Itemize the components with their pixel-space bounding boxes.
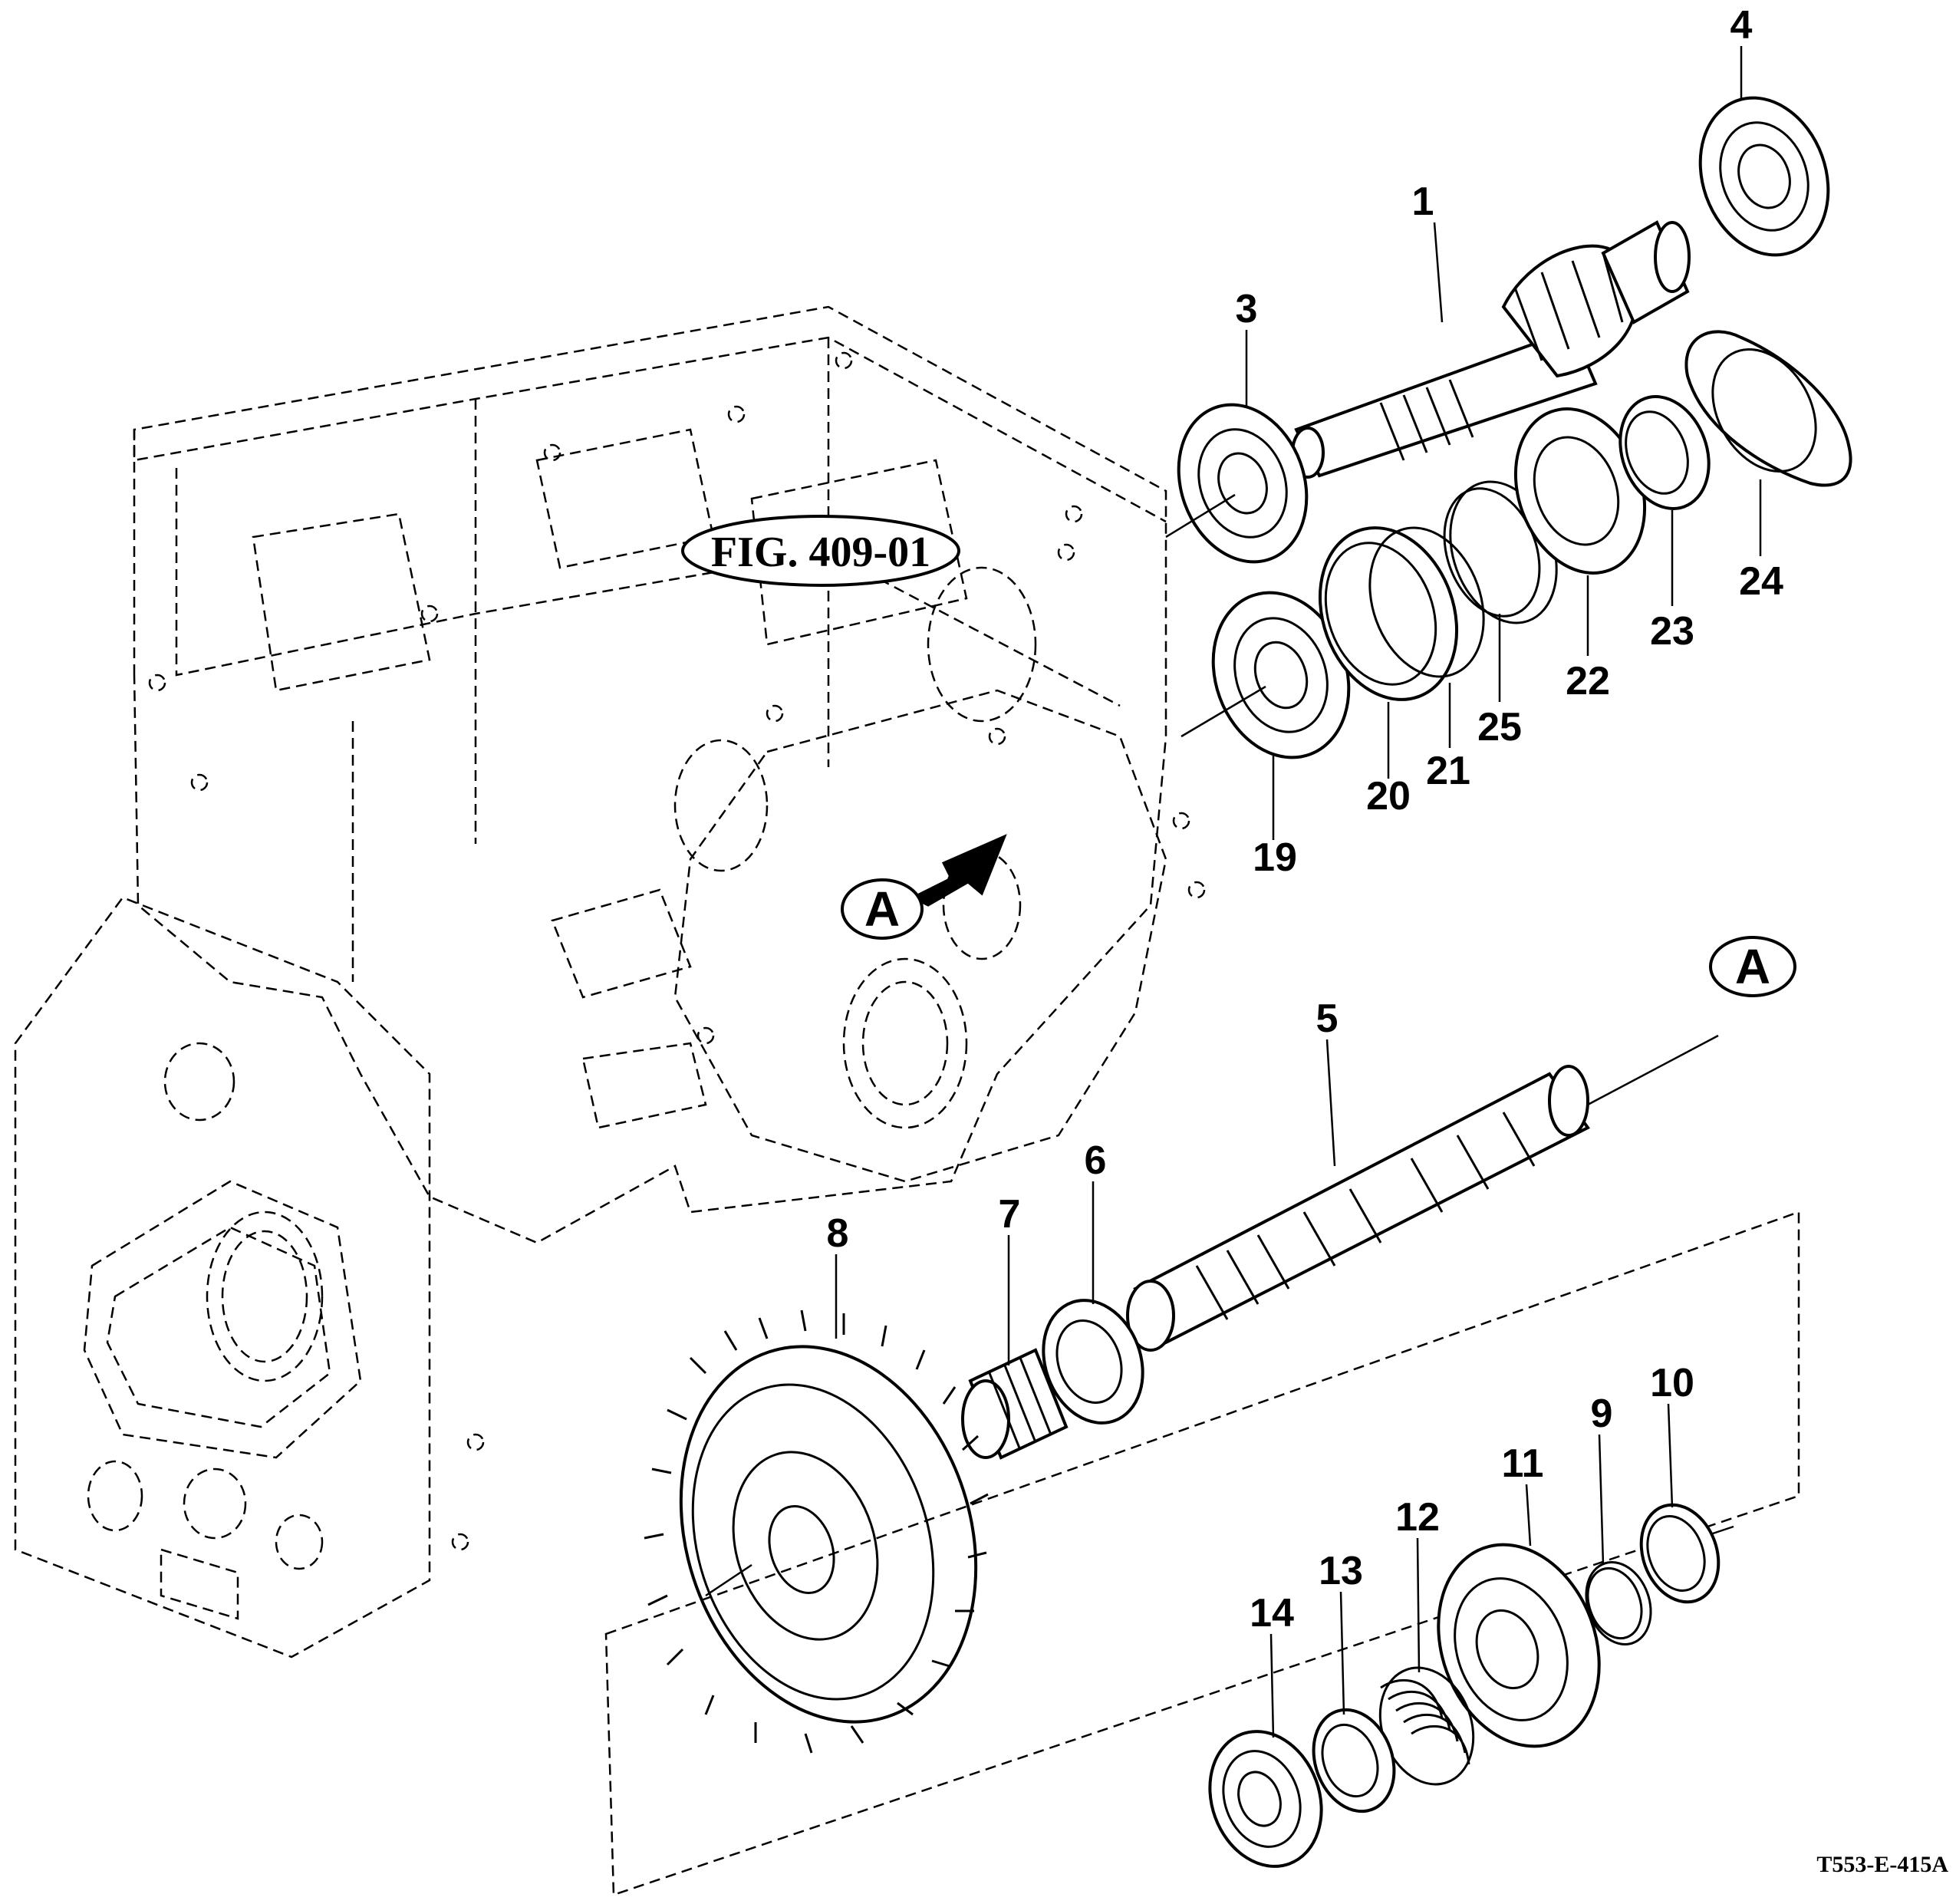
- callout-12: 12: [1395, 1495, 1440, 1540]
- view-marker-a-left: A: [841, 878, 924, 940]
- callout-13: 13: [1319, 1549, 1363, 1593]
- part-8-gear: [644, 1309, 989, 1754]
- transmission-housing-outline: [14, 305, 1206, 1659]
- figure-reference-label: FIG. 409-01: [711, 529, 930, 576]
- callout-9: 9: [1591, 1392, 1613, 1436]
- part-24-plate: [1684, 330, 1852, 487]
- part-1-pinion-shaft: [1291, 220, 1691, 479]
- callout-10: 10: [1650, 1361, 1694, 1405]
- part-7-needle-bearing: [961, 1348, 1069, 1460]
- callout-7: 7: [999, 1192, 1021, 1237]
- callout-20: 20: [1366, 774, 1411, 819]
- callout-1: 1: [1412, 180, 1434, 224]
- part-22-oil-seal: [1513, 407, 1647, 575]
- callout-23: 23: [1650, 609, 1694, 654]
- callout-21: 21: [1426, 749, 1470, 793]
- lower-assembly-frame: [604, 1211, 1800, 1896]
- part-14-bearing: [1208, 1730, 1323, 1868]
- callout-8: 8: [827, 1211, 849, 1256]
- callout-22: 22: [1566, 659, 1610, 703]
- part-6-thrust-washer: [1042, 1299, 1144, 1425]
- part-10-washer: [1639, 1503, 1721, 1604]
- callout-5: 5: [1316, 996, 1339, 1041]
- callout-11: 11: [1502, 1441, 1544, 1486]
- view-marker-a-right-label: A: [1735, 939, 1770, 994]
- part-23-collar: [1618, 395, 1711, 510]
- part-11-hub: [1437, 1543, 1601, 1748]
- callout-3: 3: [1236, 287, 1258, 331]
- drawing-id: T553-E-415A: [1816, 1852, 1948, 1877]
- callout-24: 24: [1739, 559, 1783, 604]
- callout-14: 14: [1250, 1591, 1294, 1636]
- assembly-axis-lines: [705, 493, 1734, 1597]
- callout-4: 4: [1730, 3, 1753, 48]
- part-4-bearing: [1698, 96, 1830, 257]
- callout-25: 25: [1477, 705, 1522, 749]
- callout-6: 6: [1085, 1138, 1107, 1183]
- view-marker-a-left-label: A: [864, 881, 900, 937]
- view-marker-a-right: A: [1709, 936, 1796, 997]
- part-3-bearing: [1177, 403, 1309, 564]
- view-a-arrow: [910, 834, 1007, 907]
- part-21-snap-ring: [1368, 526, 1485, 678]
- part-13-washer: [1312, 1708, 1396, 1813]
- callout-leaders: [835, 46, 1762, 1738]
- part-20-cup: [1318, 526, 1459, 701]
- part-5-main-shaft: [1126, 1065, 1590, 1352]
- figure-reference-badge[interactable]: FIG. 409-01: [681, 515, 960, 587]
- callout-labels: 1 3 4 5 6 7 8 9 10 11 12 13 14 19 20 21 …: [827, 3, 1783, 1636]
- callout-19: 19: [1253, 835, 1297, 880]
